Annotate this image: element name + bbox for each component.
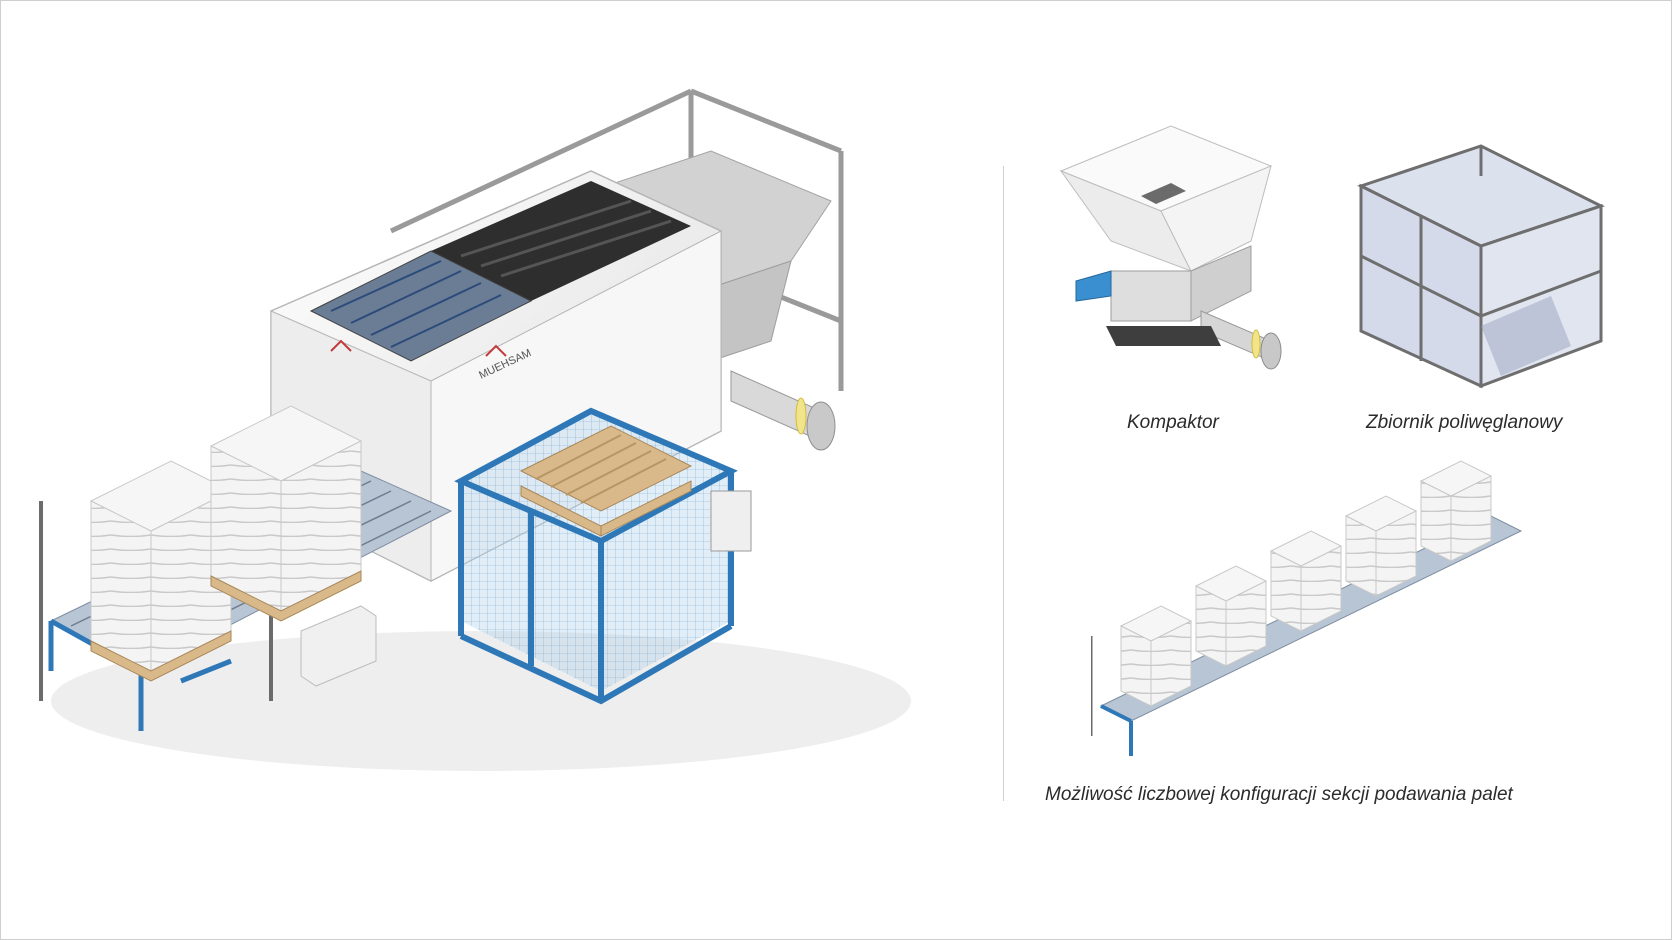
caption-zbiornik: Zbiornik poliwęglanowy [1366, 412, 1563, 433]
pallet-feed-line-illustration [1091, 460, 1523, 756]
compactor-illustration [1059, 125, 1282, 370]
caption-konfiguracja: Możliwość liczbowej konfiguracji sekcji … [1045, 784, 1513, 805]
palletizer-machine-illustration: MUEHSAM [39, 88, 911, 771]
brand-logo [330, 339, 507, 357]
polycarbonate-tank-illustration [1357, 144, 1605, 389]
vertical-divider [1003, 166, 1004, 801]
caption-kompaktor: Kompaktor [1127, 412, 1219, 433]
